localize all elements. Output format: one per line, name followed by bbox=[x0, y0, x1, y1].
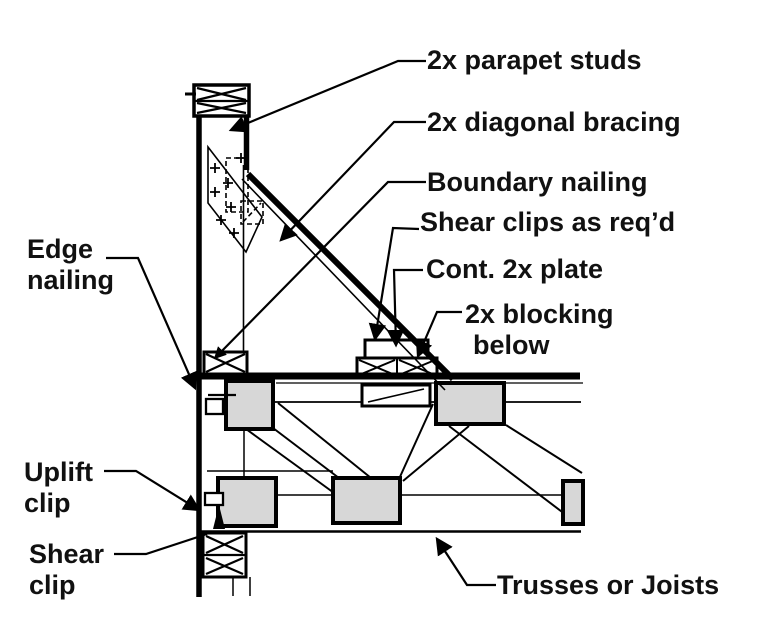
leader-parapet-studs bbox=[228, 59, 426, 133]
leader-edge-nailing bbox=[106, 256, 197, 391]
label-shear-clips: Shear clips as req’d bbox=[420, 207, 676, 237]
shear-clip-hardware bbox=[213, 505, 225, 529]
uplift-clip-hardware bbox=[203, 491, 225, 529]
leader-shear-clips bbox=[368, 226, 420, 342]
nail-marks bbox=[210, 153, 246, 238]
chord-block bbox=[434, 381, 506, 426]
chord-block bbox=[224, 379, 275, 431]
blocking-below-deck bbox=[360, 383, 432, 408]
leader-shear-clip bbox=[114, 532, 208, 556]
wall-junction-blocking bbox=[202, 350, 249, 376]
leader-blocking-below bbox=[415, 310, 462, 359]
truss-chord-blocks bbox=[216, 379, 585, 528]
wall-top-plates-below-roof bbox=[201, 531, 248, 579]
label-trusses: Trusses or Joists bbox=[497, 570, 720, 600]
label-boundary-nailing: Boundary nailing bbox=[427, 167, 648, 197]
brace-edge-thin bbox=[241, 178, 446, 391]
label-diagonal-bracing: 2x diagonal bracing bbox=[427, 107, 681, 137]
leader-trusses bbox=[435, 536, 496, 587]
leader-diagonal-bracing bbox=[279, 120, 426, 242]
label-parapet-studs: 2x parapet studs bbox=[427, 45, 642, 75]
edge-clip-at-deck bbox=[204, 393, 236, 416]
leader-cont-plate bbox=[386, 268, 423, 348]
leader-uplift-clip bbox=[104, 469, 202, 512]
truss-web-lines bbox=[245, 402, 583, 522]
parapet-top-plates bbox=[185, 83, 251, 118]
chord-block bbox=[561, 479, 585, 526]
chord-block bbox=[216, 476, 278, 528]
brace-gusset bbox=[207, 144, 264, 254]
truss-framing-lines bbox=[198, 382, 583, 596]
cont-plate-and-blocking-assembly bbox=[355, 338, 439, 408]
label-cont-plate: Cont. 2x plate bbox=[426, 254, 604, 284]
parapet-wall bbox=[185, 83, 251, 597]
leader-lines bbox=[104, 59, 496, 587]
leader-boundary-nailing bbox=[213, 180, 426, 360]
chord-block bbox=[331, 476, 402, 525]
